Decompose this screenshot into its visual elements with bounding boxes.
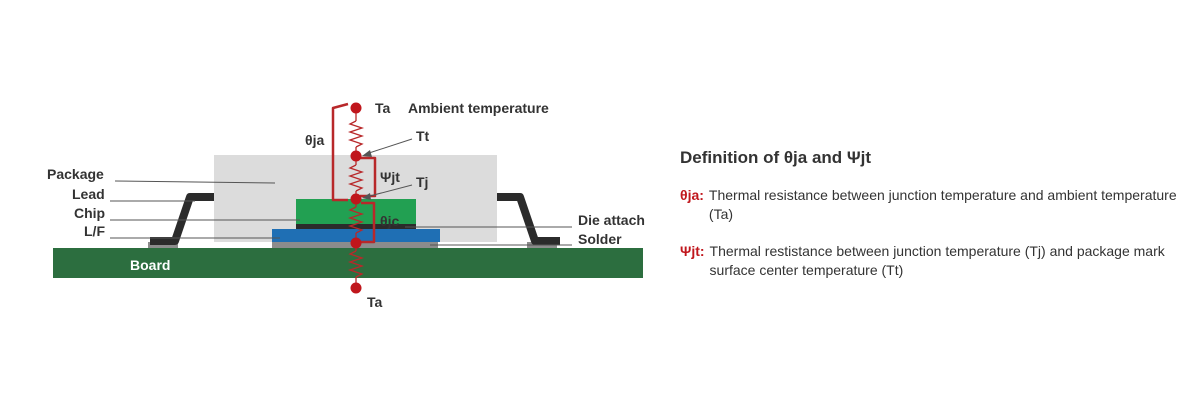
definition-psi-jt: Ψjt: Thermal restistance between junctio… xyxy=(680,242,1180,280)
node-ta-bottom xyxy=(350,282,362,294)
board-label: Board xyxy=(130,257,170,273)
tt-label: Tt xyxy=(416,128,430,144)
definitions-title: Definition of θja and Ψjt xyxy=(680,148,872,167)
tt-arrow-line xyxy=(365,138,413,155)
ta-bottom-label: Ta xyxy=(367,294,383,310)
definition-text: Thermal resistance between junction temp… xyxy=(708,187,1177,222)
chip-label: Chip xyxy=(74,205,105,221)
package-pointer xyxy=(114,180,276,184)
tj-label: Tj xyxy=(416,174,428,190)
tt-arrow-head xyxy=(362,150,372,157)
node-board xyxy=(350,237,362,249)
solder-label: Solder xyxy=(578,231,622,247)
lf-label: L/F xyxy=(84,223,105,239)
board xyxy=(53,248,643,278)
lead-label: Lead xyxy=(72,186,105,202)
tj-arrow-line xyxy=(365,184,413,198)
package-label: Package xyxy=(47,166,104,182)
die-attach-label: Die attach xyxy=(578,212,645,228)
theta-ja-label: θja xyxy=(305,132,324,148)
theta-ja-bracket xyxy=(331,102,349,202)
node-tt xyxy=(350,150,362,162)
ambient-label: Ambient temperature xyxy=(408,100,549,116)
definition-text: Thermal restistance between junction tem… xyxy=(709,243,1165,278)
definition-term: Ψjt: xyxy=(680,243,705,259)
definitions-panel: Definition of θja and Ψjt θja: Thermal r… xyxy=(680,148,1180,298)
die-attach xyxy=(296,224,416,229)
node-tj xyxy=(350,193,362,205)
ta-top-label: Ta xyxy=(375,100,391,116)
lead-left xyxy=(150,193,214,245)
tj-arrow-head xyxy=(362,193,371,200)
definition-theta-ja: θja: Thermal resistance between junction… xyxy=(680,186,1180,224)
definition-term: θja: xyxy=(680,187,704,203)
psi-jt-label: Ψjt xyxy=(380,169,400,185)
theta-jc-label: θjc xyxy=(380,213,399,229)
node-ta-top xyxy=(350,102,362,114)
theta-jc-bracket xyxy=(361,201,376,244)
lead-right xyxy=(497,193,560,245)
resistor-ta-tt xyxy=(347,108,365,156)
